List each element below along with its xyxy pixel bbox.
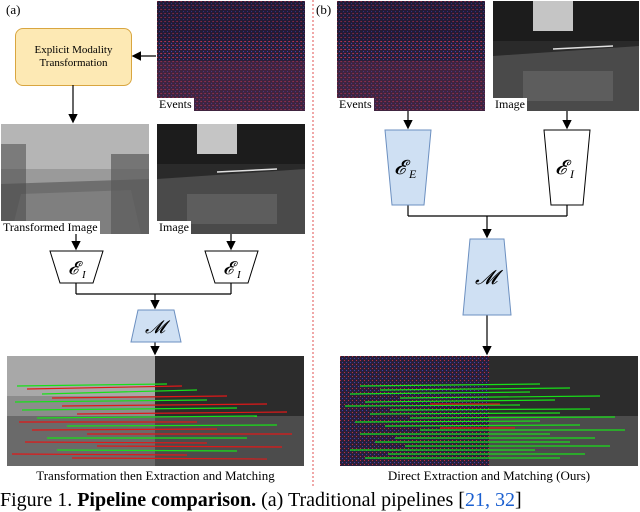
grayscale-texture-a — [157, 124, 305, 234]
encoder-image-a-right: 𝓔 I — [204, 250, 259, 284]
flow-diagram-b — [403, 111, 572, 356]
events-caption-a: Events — [157, 97, 194, 111]
grayscale-image-b: Image — [493, 1, 639, 111]
figure-caption-rest: (a) Traditional pipelines [ — [256, 489, 465, 511]
panel-b-caption: Direct Extraction and Matching (Ours) — [387, 468, 591, 483]
matcher-symbol: 𝓜 — [475, 267, 504, 289]
panel-b-label: (b) — [316, 2, 332, 17]
encoder-events-b: 𝓔 E — [384, 129, 432, 206]
encoder-subscript: I — [569, 167, 575, 181]
encoder-image-b: 𝓔 I — [543, 129, 591, 206]
encoder-subscript: I — [81, 269, 87, 281]
matching-result-a — [7, 356, 304, 466]
transformed-caption: Transformed Image — [1, 220, 100, 234]
events-texture-b — [337, 1, 485, 111]
flow-diagram-a — [68, 51, 236, 356]
encoder-image-a-left: 𝓔 I — [49, 250, 104, 284]
grayscale-caption-b: Image — [493, 97, 527, 111]
events-caption-b: Events — [337, 97, 374, 111]
figure-caption-prefix: Figure 1. — [0, 489, 78, 511]
encoder-subscript: I — [236, 269, 242, 281]
matcher-b: 𝓜 — [462, 238, 512, 316]
figure-caption: Figure 1. Pipeline comparison. (a) Tradi… — [0, 489, 522, 512]
matcher-symbol: 𝓜 — [145, 317, 171, 337]
citation-link[interactable]: 21, 32 — [464, 489, 515, 511]
modality-transformation-label: Explicit Modality Transformation — [34, 44, 113, 69]
events-image-b: Events — [337, 1, 485, 111]
panel-a-caption: Transformation then Extraction and Match… — [36, 468, 275, 483]
grayscale-caption-a: Image — [157, 220, 191, 234]
grayscale-texture-b — [493, 1, 639, 111]
matching-lines-b — [340, 356, 638, 466]
encoder-subscript: E — [408, 167, 417, 181]
grayscale-image-a: Image — [157, 124, 305, 234]
events-texture-a — [157, 1, 305, 111]
matcher-a: 𝓜 — [130, 309, 182, 343]
transformed-image: Transformed Image — [1, 124, 149, 234]
matching-lines-a — [7, 356, 304, 466]
panel-separator — [312, 0, 314, 486]
matching-result-b — [340, 356, 638, 466]
panel-a-label: (a) — [6, 2, 21, 17]
figure-caption-bold: Pipeline comparison. — [77, 489, 257, 511]
events-image-a: Events — [157, 1, 305, 111]
figure-caption-end: ] — [514, 489, 522, 511]
modality-transformation-box: Explicit Modality Transformation — [15, 28, 132, 86]
